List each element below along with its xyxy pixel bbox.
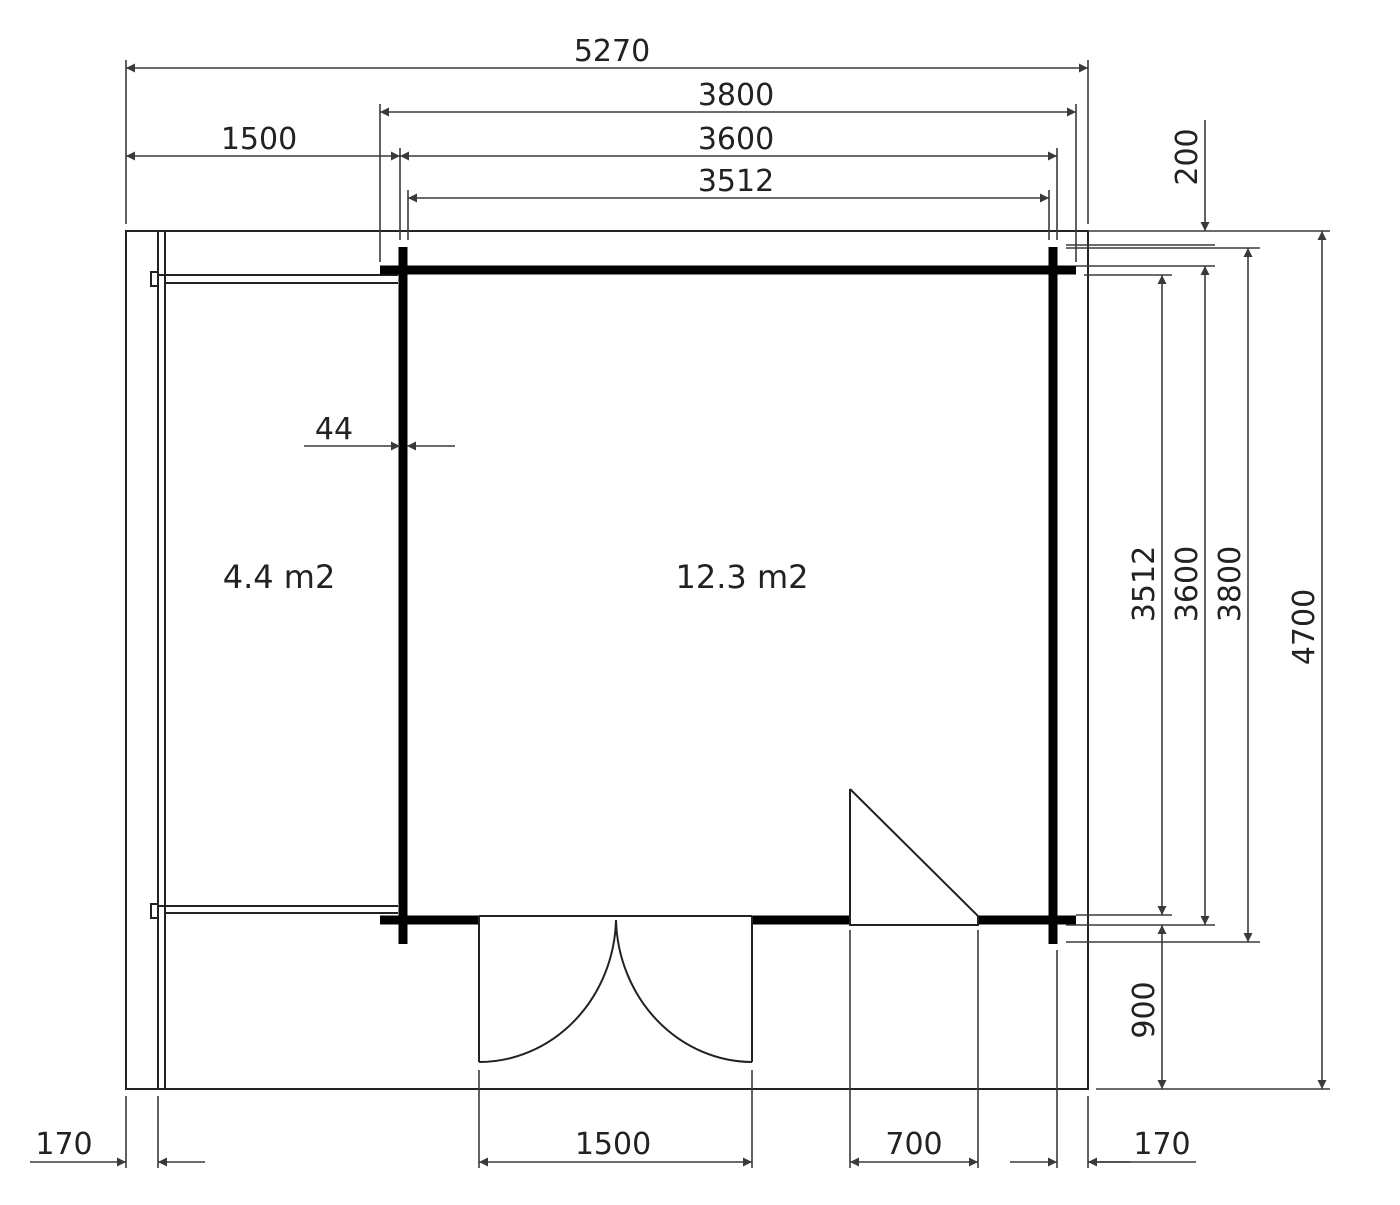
dimension-labels: 5270 3800 1500 3600 3512 44 200 3512 360… [35,34,1322,1162]
double-door [478,915,753,1063]
dim-left-post: 170 [35,1127,92,1162]
dim-wall-width: 3600 [698,122,774,157]
dim-total-depth: 4700 [1287,589,1322,665]
dim-total-width: 5270 [574,34,650,69]
extension-lines [125,60,1330,1168]
dim-inner-width: 3512 [698,164,774,199]
area-labels: 4.4 m2 12.3 m2 [223,558,809,596]
dim-terrace-width: 1500 [221,122,297,157]
dim-inner-depth: 3512 [1127,546,1162,622]
room-area-label: 12.3 m2 [676,558,809,596]
dim-overhang-top: 200 [1170,128,1205,185]
dim-window-width: 700 [885,1127,942,1162]
dim-wall-depth: 3600 [1170,546,1205,622]
dim-terrace-depth: 900 [1127,981,1162,1038]
dim-door-width: 1500 [575,1127,651,1162]
terrace-area-label: 4.4 m2 [223,558,336,596]
cabin-walls [380,247,1076,944]
dim-roof-width: 3800 [698,78,774,113]
dim-right-overhang: 170 [1133,1127,1190,1162]
dimension-lines [30,63,1327,1167]
dim-wall-thickness: 44 [315,412,353,447]
terrace-beams [150,271,398,919]
outer-outline [125,230,1089,1090]
window-opening [849,788,979,926]
dim-roof-depth: 3800 [1213,546,1248,622]
